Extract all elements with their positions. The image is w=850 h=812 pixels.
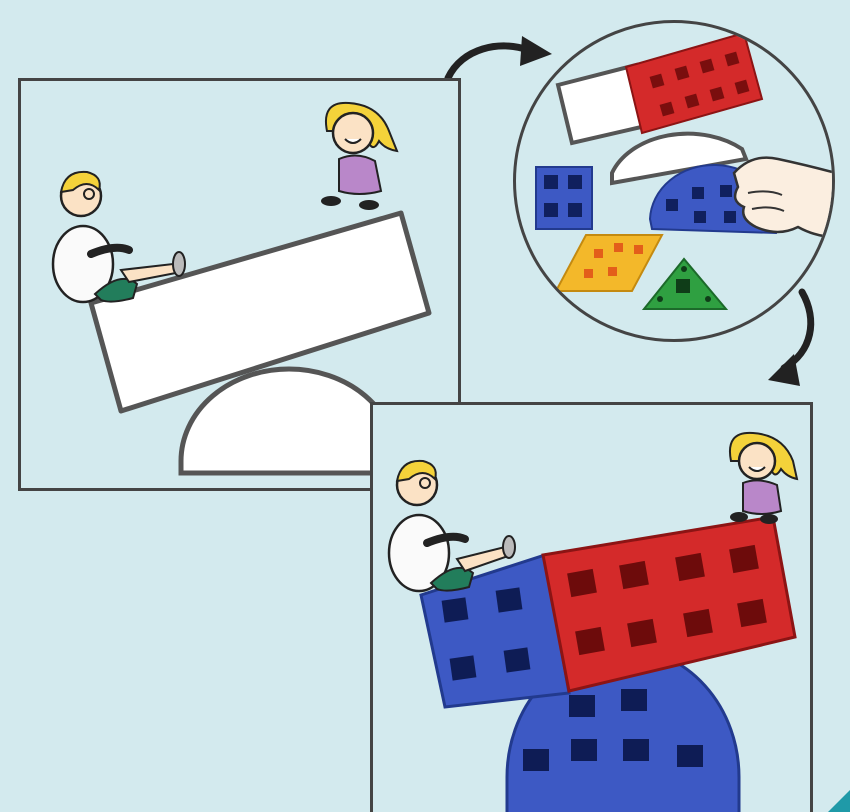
green-triangle-block — [644, 259, 726, 309]
girl-dress — [339, 155, 381, 194]
after-panel — [370, 402, 813, 812]
girl-shoe-right — [359, 200, 379, 210]
girl-figure — [730, 433, 797, 524]
yellow-rhombus-block — [556, 235, 662, 291]
blue-square-block — [536, 167, 592, 229]
man-foot — [173, 252, 185, 276]
red-plank-section — [543, 517, 795, 691]
red-rectangle-block — [626, 33, 762, 133]
girl-shoe-left — [321, 196, 341, 206]
fulcrum — [181, 369, 397, 473]
corner-tab — [828, 790, 850, 812]
girl-head — [333, 113, 373, 153]
girl-figure — [321, 103, 397, 210]
zoom-circle — [513, 20, 835, 342]
